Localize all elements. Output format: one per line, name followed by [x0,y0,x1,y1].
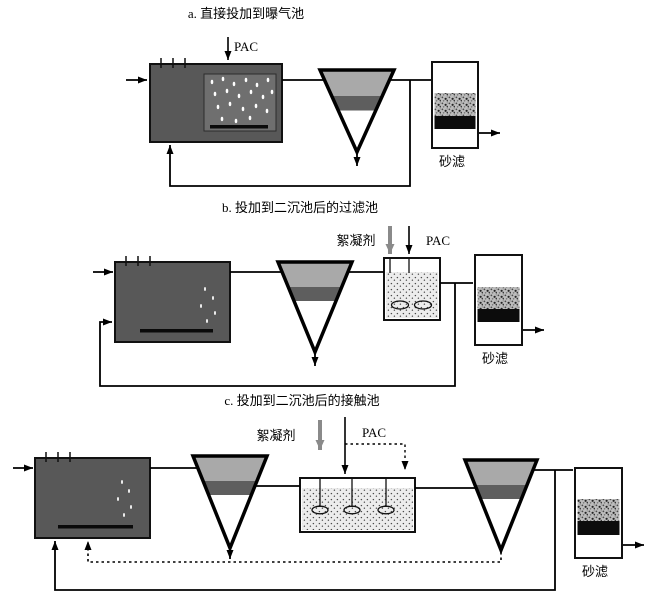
support-layer-a [434,116,476,129]
process-c: c. 投加到二沉池后的接触池 [13,393,644,591]
sand-filter-b-label: 砂滤 [482,351,508,366]
clarifier-c2-outline [462,458,540,555]
clarifier-a-outline [317,68,397,157]
sand-filter-c: 砂滤 [574,467,623,579]
tank-bubbles-b [200,287,216,323]
tank-inlet-ticks-b [125,256,151,266]
pac-label-c: PAC [362,425,386,440]
process-c-title: c. 投加到二沉池后的接触池 [224,393,379,408]
support-layer-c [577,521,620,535]
clarifier-a-sludge-layer [331,96,383,111]
sand-layer-b [477,287,520,309]
flow-lines-b [93,268,544,387]
clarifier-b-sludge-layer [288,287,342,301]
clarifier-c2-supernatant [465,461,537,485]
flocculant-label-b: 絮凝剂 [336,233,375,248]
contact-filter-tank-b [383,257,441,321]
sand-layer-a [434,93,476,116]
flow-lines-a [126,76,500,187]
tank-inlet-ticks-a [160,58,186,68]
clarifier-c1-sludge-layer [203,481,257,495]
process-a-title: a. 直接投加到曝气池 [188,6,304,21]
pac-label-a: PAC [234,39,258,54]
diffuser-bar-c [58,525,133,529]
clarifier-b [275,260,355,357]
clarifier-c2-sludge-layer [475,485,527,499]
clarifier-b-supernatant [278,263,352,287]
clarifier-c1 [190,454,270,553]
clarifier-a-supernatant [320,71,394,96]
aeration-tank-b [114,256,231,343]
aeration-bubbles [210,76,274,124]
support-layer-b [477,309,520,322]
aeration-tank-a [149,58,283,143]
clarifier-c1-supernatant [193,457,267,481]
diffuser-bar-a [210,125,268,129]
flocculant-label-c: 絮凝剂 [256,428,295,443]
sand-filter-a-label: 砂滤 [439,154,465,169]
recycle-line-b [99,283,456,387]
dosing-c: 絮凝剂 PAC [256,417,409,474]
pac-label-b: PAC [426,233,450,248]
dose-stubs-b [389,258,410,273]
clarifier-c2 [462,458,540,555]
process-b-title: b. 投加到二沉池后的过滤池 [222,200,378,215]
clarifier-b-outline [275,260,355,357]
recycle-line-c [51,470,556,591]
aeration-tank-b-body [114,261,231,343]
tank-inlet-ticks-c [45,452,71,462]
pac-dose-a: PAC [224,37,258,60]
process-b: b. 投加到二沉池后的过滤池 [93,200,544,387]
contact-tank-c [299,477,416,533]
clarifier-a [317,68,397,157]
sand-filter-b: 砂滤 [474,254,523,366]
recycle-line-a [166,80,411,187]
sludge-return-dotted-c [84,541,502,563]
filter-tank-b-media [386,272,438,318]
mixer-shafts-c [319,478,387,507]
contact-tank-c-media [302,488,413,530]
sand-layer-c [577,499,620,521]
clarifier-c1-outline [190,454,270,553]
mixer-paddles-c [311,505,395,515]
aeration-tank-c-body [34,457,151,539]
alt-dose-point-dotted-c [345,443,409,470]
tank-bubbles-c [117,480,132,517]
aeration-zone [203,73,277,132]
mixer-paddles-b [390,300,433,310]
flow-lines-c [13,464,644,591]
aeration-tank-c [34,452,151,539]
dosing-b: 絮凝剂 PAC [336,226,450,273]
sand-filter-a: 砂滤 [431,61,479,169]
diffuser-bar-b [140,329,213,333]
process-a: a. 直接投加到曝气池 [126,6,500,187]
sand-filter-c-label: 砂滤 [582,564,608,579]
